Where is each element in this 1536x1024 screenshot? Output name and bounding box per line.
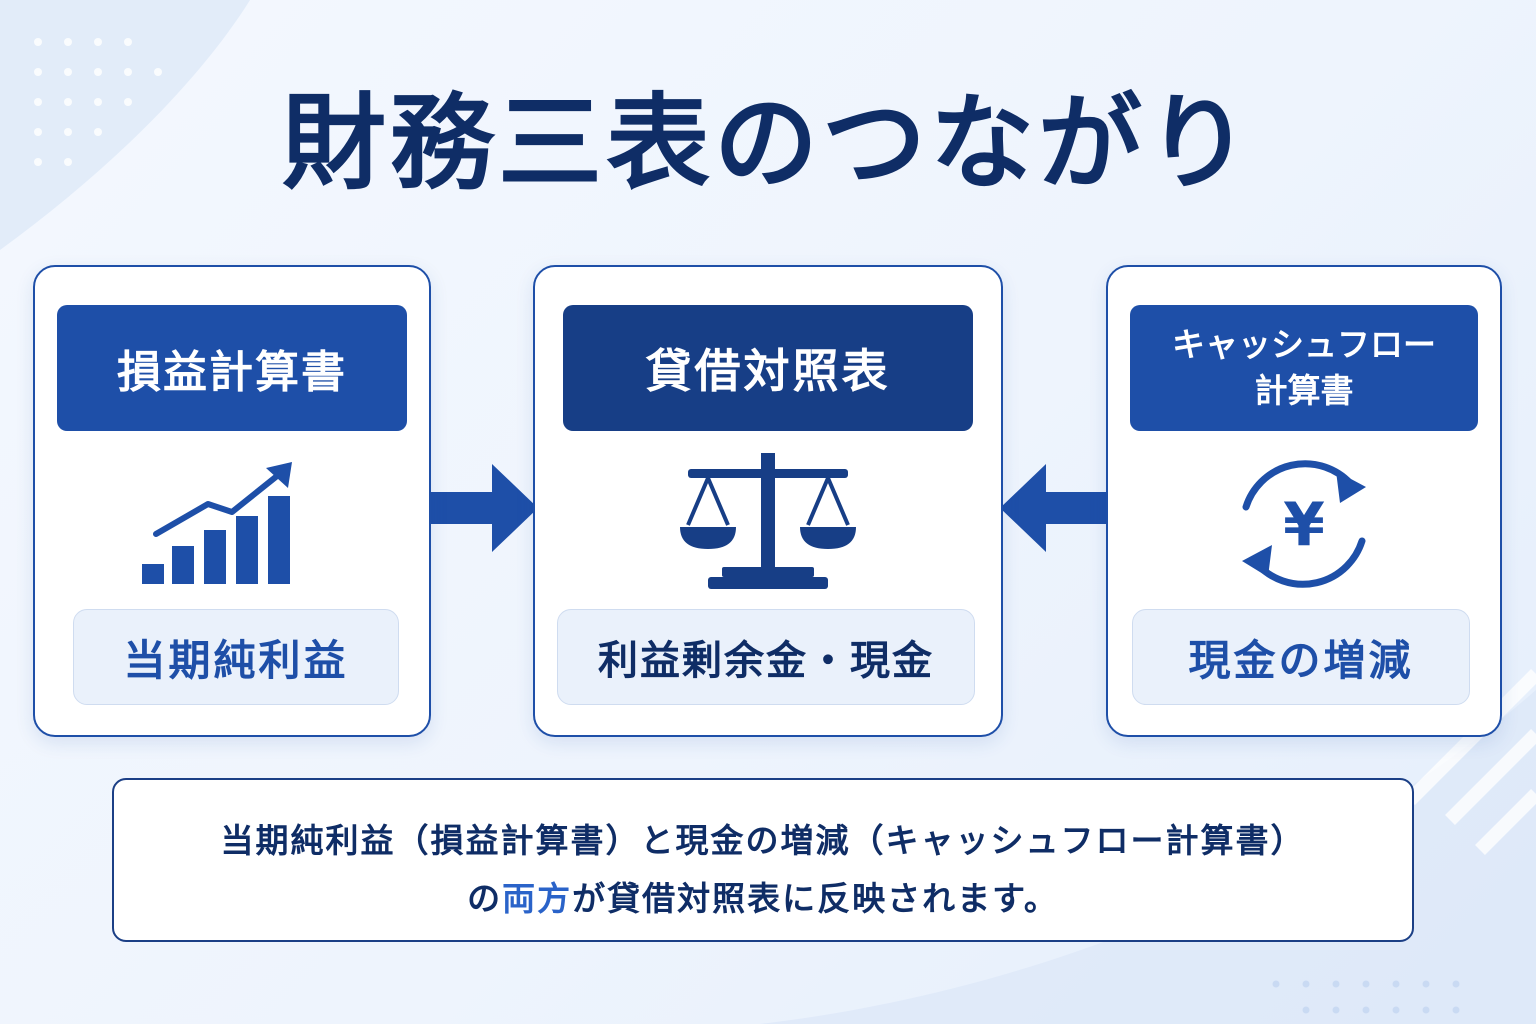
net-income-label: 当期純利益 [73, 609, 399, 705]
yen-cycle-icon: ¥ [1242, 460, 1366, 588]
cash-flow-statement-header: キャッシュフロー 計算書 [1130, 305, 1478, 431]
svg-text:¥: ¥ [1283, 490, 1325, 560]
balance-sheet-card: 貸借対照表 利益剰余金・現金 [533, 265, 1003, 737]
income-statement-card: 損益計算書 当期純利益 [33, 265, 431, 737]
note-line-2: の両方が貸借対照表に反映されます。 [467, 879, 1059, 918]
income-statement-header: 損益計算書 [57, 305, 407, 431]
balance-scale-icon [680, 453, 856, 589]
arrow-left-icon [1000, 464, 1108, 552]
note-line-1: 当期純利益（損益計算書）と現金の増減（キャッシュフロー計算書） [220, 821, 1306, 860]
page-title: 財務三表のつながり [281, 82, 1254, 204]
cash-flow-header-line1: キャッシュフロー [1172, 325, 1436, 364]
arrow-right-icon [430, 464, 538, 552]
retained-earnings-cash-label: 利益剰余金・現金 [557, 609, 975, 705]
growth-bar-chart-icon [142, 462, 292, 584]
note-emphasis: 両方 [502, 879, 573, 918]
balance-sheet-header: 貸借対照表 [563, 305, 973, 431]
cash-flow-statement-card: キャッシュフロー 計算書 ¥ 現金の増減 [1106, 265, 1502, 737]
cash-flow-header-line2: 計算書 [1254, 371, 1354, 410]
explanation-note: 当期純利益（損益計算書）と現金の増減（キャッシュフロー計算書） の両方が貸借対照… [112, 778, 1414, 942]
cash-change-label: 現金の増減 [1132, 609, 1470, 705]
